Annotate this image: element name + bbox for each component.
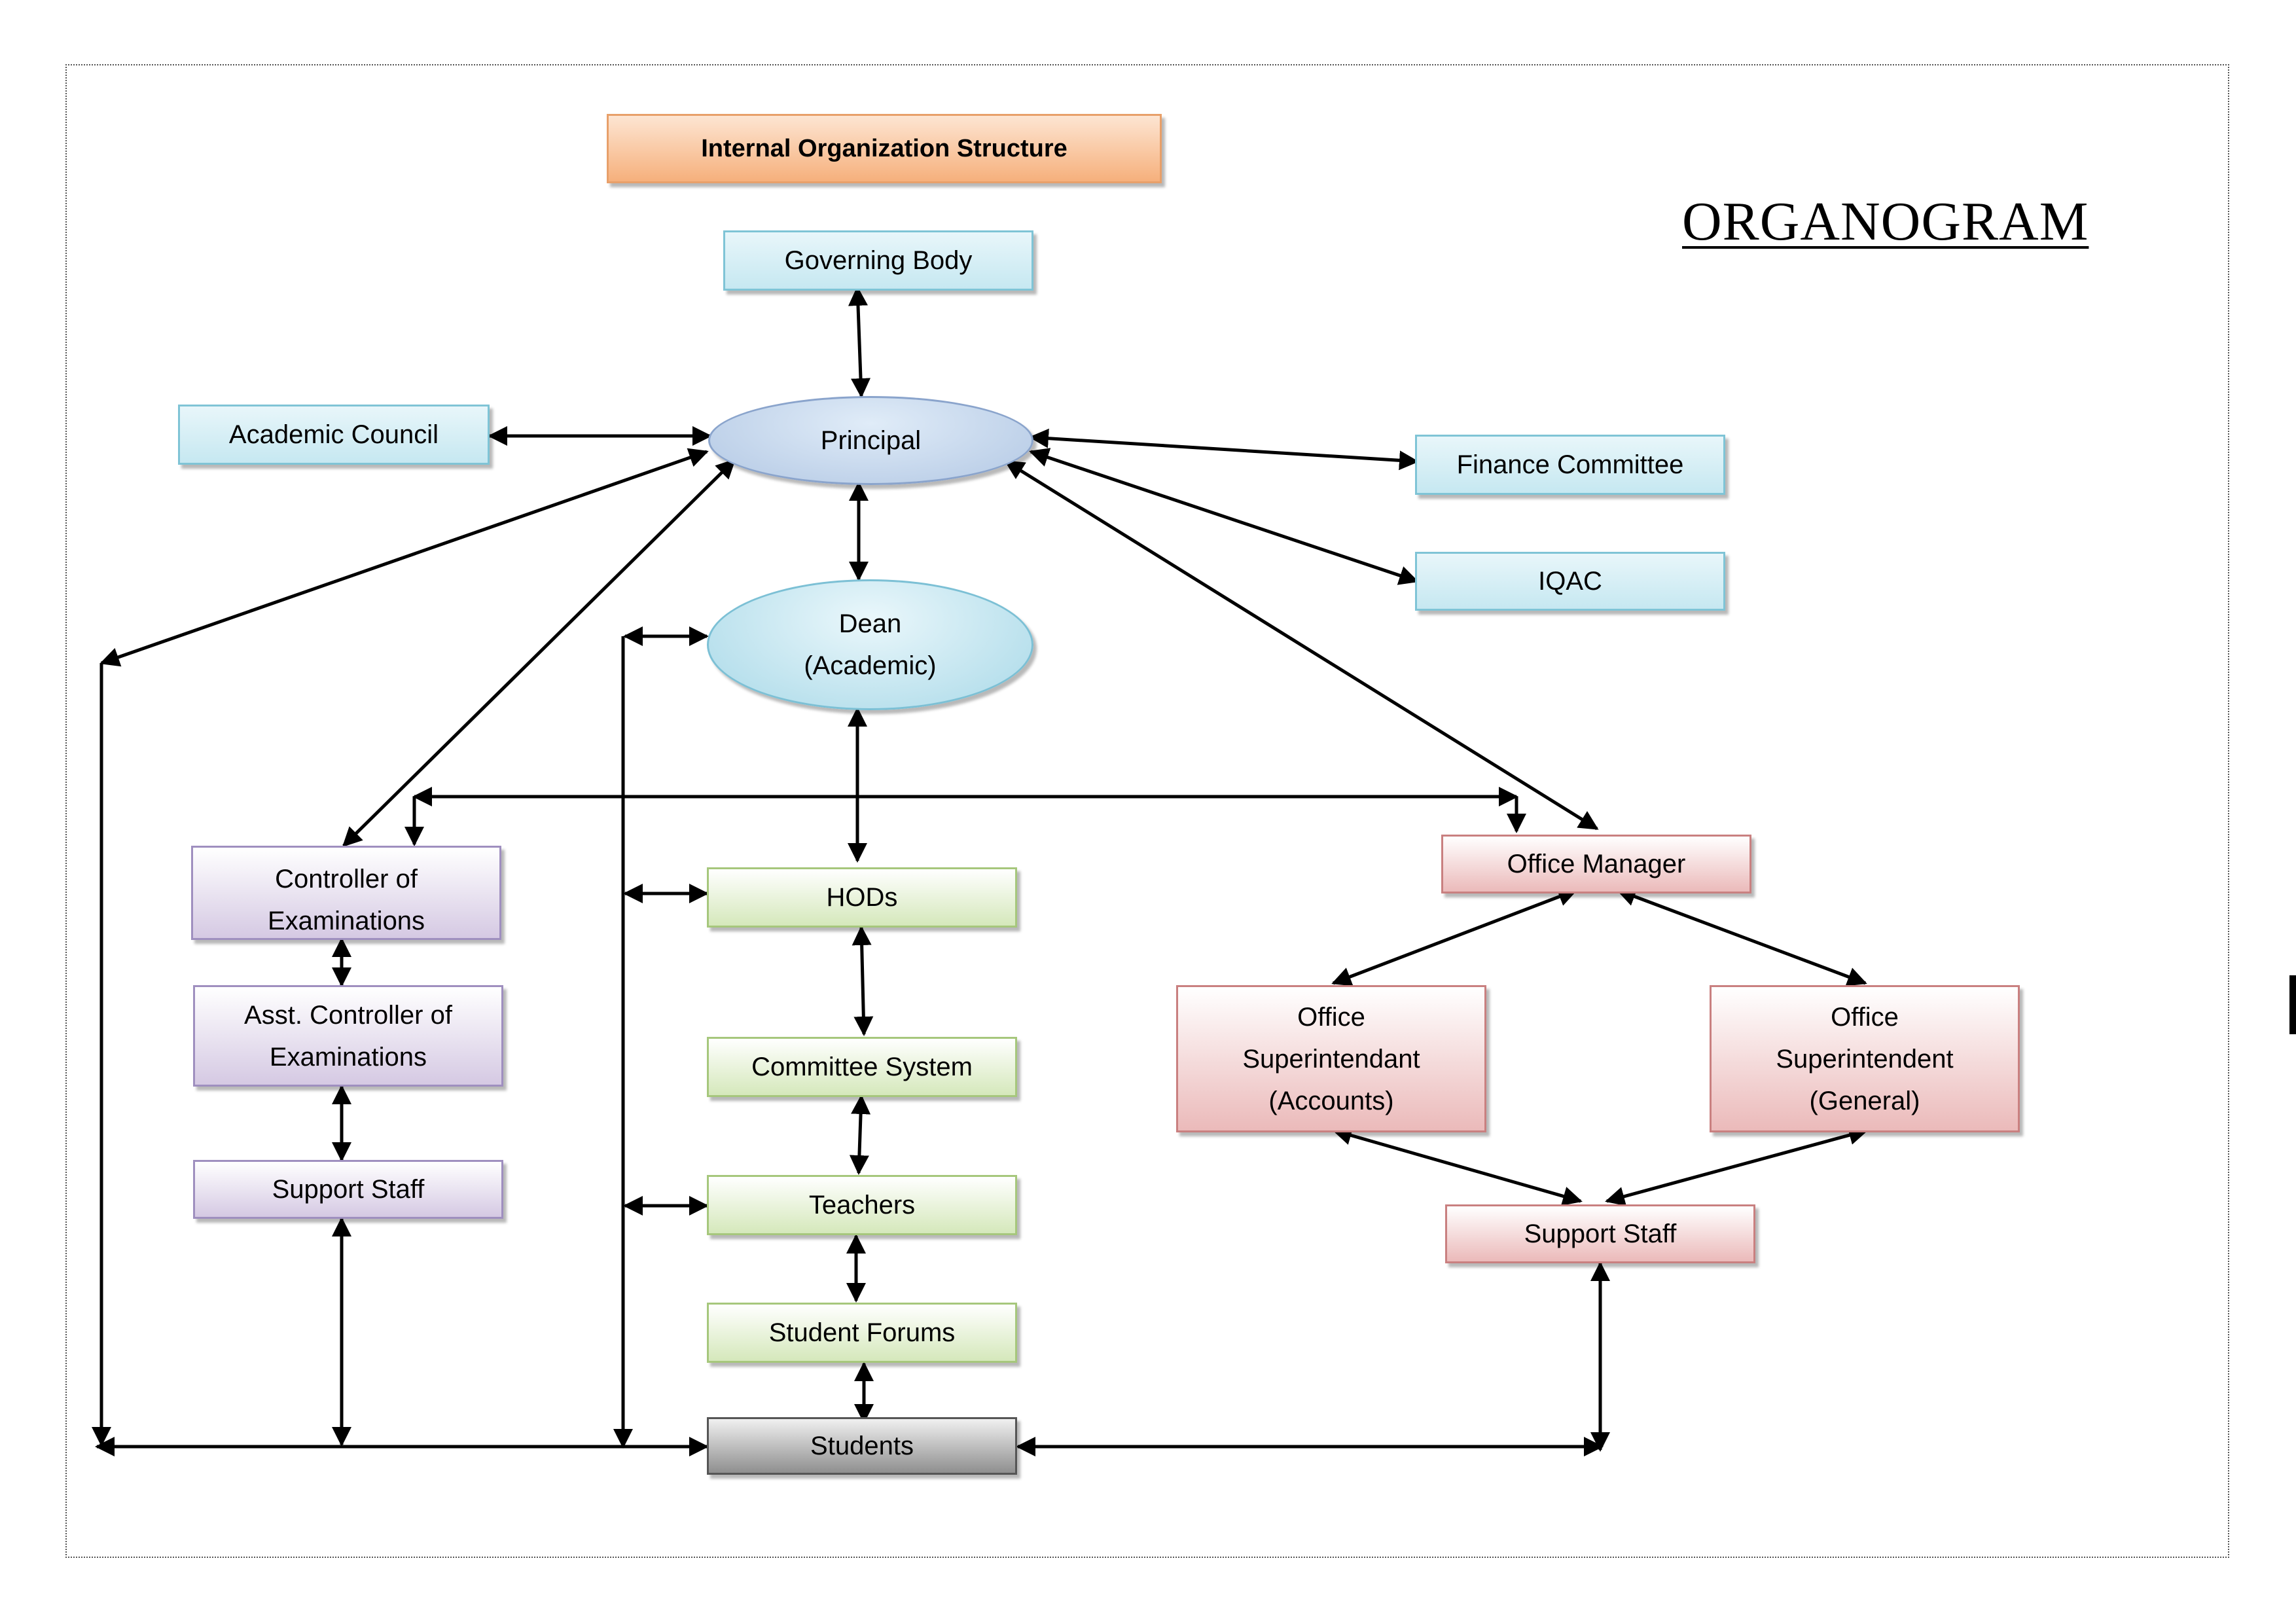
node-support-staff-right[interactable]: Support Staff [1445,1204,1755,1263]
node-student-forums[interactable]: Student Forums [707,1303,1017,1363]
node-label: Academic Council [228,420,439,449]
node-iqac[interactable]: IQAC [1415,552,1725,611]
arrow-general-support [1605,1125,1869,1206]
node-support-staff-left[interactable]: Support Staff [193,1160,503,1219]
arrow-governing-principal [848,286,871,398]
page-border [65,64,2229,1558]
node-label: Teachers [808,1191,916,1219]
arrow-principal-controller [342,458,736,848]
node-office-superintendent-general[interactable]: Office Superintendent (General) [1710,985,2020,1132]
arrow-committee-teachers [849,1094,871,1175]
node-teachers[interactable]: Teachers [707,1175,1017,1235]
node-label: Student Forums [768,1318,956,1347]
node-label: Controller of Examinations [267,865,425,935]
node-label: Support Staff [272,1175,425,1204]
node-office-superintendant-accounts[interactable]: Office Superintendant (Accounts) [1176,985,1486,1132]
structure-title: Internal Organization Structure [701,134,1067,162]
arrow-principal-left-trunk [99,448,709,667]
node-label: Office Superintendant (Accounts) [1242,1002,1420,1115]
arrow-accounts-support [1332,1126,1583,1206]
node-label: Principal [820,426,922,455]
node-label: IQAC [1538,567,1602,596]
node-finance-committee[interactable]: Finance Committee [1415,435,1725,495]
node-students[interactable]: Students [707,1417,1017,1475]
node-label: Students [810,1432,914,1460]
node-committee-system[interactable]: Committee System [707,1037,1017,1097]
node-hods[interactable]: HODs [707,867,1017,928]
arrow-manager-accounts [1331,887,1578,986]
arrow-principal-finance [1029,428,1419,471]
node-controller-of-examinations[interactable]: Controller of Examinations [191,846,501,940]
node-label: Asst. Controller of Examinations [244,1000,452,1072]
arrow-manager-general [1616,887,1867,986]
node-label: HODs [826,883,898,912]
node-label: Governing Body [784,246,973,275]
node-label: Support Staff [1524,1219,1677,1248]
node-label: Office Manager [1507,850,1686,878]
node-office-manager[interactable]: Office Manager [1441,835,1751,893]
arrow-principal-office-manager [1004,460,1599,831]
page-heading: ORGANOGRAM [1682,191,2089,252]
node-dean[interactable]: Dean (Academic) [707,579,1033,710]
edge-mark [2289,975,2296,1034]
node-label: Finance Committee [1456,450,1684,479]
node-label: Dean (Academic) [804,609,937,680]
node-label: Office Superintendent (General) [1776,1002,1954,1115]
node-academic-council[interactable]: Academic Council [178,405,490,465]
arrow-principal-iqac [1029,448,1419,585]
structure-title-box: Internal Organization Structure [607,114,1162,183]
node-asst-controller[interactable]: Asst. Controller of Examinations [193,985,503,1087]
node-governing-body[interactable]: Governing Body [723,230,1033,291]
arrow-hods-committee [852,926,874,1036]
node-label: Committee System [751,1053,973,1081]
node-principal[interactable]: Principal [708,396,1033,485]
